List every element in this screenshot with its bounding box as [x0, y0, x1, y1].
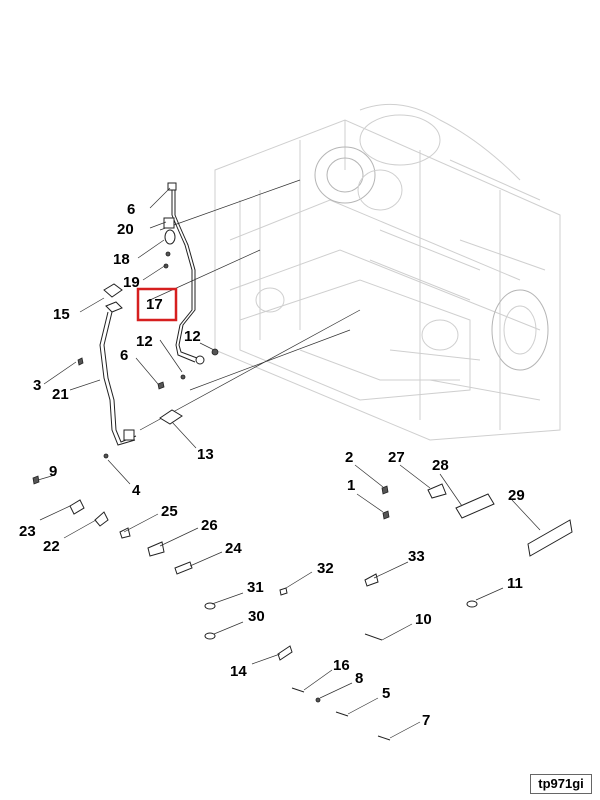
callout-2: 2	[345, 449, 353, 466]
callout-21: 21	[52, 386, 69, 403]
loose-hardware	[204, 561, 504, 741]
callout-17: 17	[146, 296, 163, 313]
callout-13: 13	[197, 446, 214, 463]
callout-5: 5	[382, 685, 390, 702]
callout-6: 6	[127, 201, 135, 218]
figure-reference-id: tp971gi	[530, 774, 592, 794]
callout-20: 20	[117, 221, 134, 238]
callout-6: 6	[120, 347, 128, 364]
callout-26: 26	[201, 517, 218, 534]
callout-highlight-box	[136, 287, 178, 322]
callout-1: 1	[347, 477, 355, 494]
callout-10: 10	[415, 611, 432, 628]
callout-8: 8	[355, 670, 363, 687]
callout-28: 28	[432, 457, 449, 474]
callout-12: 12	[184, 328, 201, 345]
callout-33: 33	[408, 548, 425, 565]
pipe-assembly	[43, 182, 219, 485]
callout-15: 15	[53, 306, 70, 323]
callout-14: 14	[230, 663, 247, 680]
callout-11: 11	[507, 575, 523, 592]
callout-22: 22	[43, 538, 60, 555]
callout-25: 25	[161, 503, 178, 520]
callout-31: 31	[247, 579, 264, 596]
callout-30: 30	[248, 608, 265, 625]
callout-labels: 6 20 18 19 15 17 12 12 6 3 21 13 9 4 2 2…	[19, 201, 525, 729]
callout-12: 12	[136, 333, 153, 350]
callout-19: 19	[123, 274, 140, 291]
callout-23: 23	[19, 523, 36, 540]
engine-illustration	[139, 103, 561, 441]
callout-4: 4	[132, 482, 141, 499]
bracket-group-right	[354, 464, 573, 557]
callout-18: 18	[113, 251, 130, 268]
callout-16: 16	[333, 657, 350, 674]
callout-3: 3	[33, 377, 41, 394]
callout-27: 27	[388, 449, 405, 466]
callout-29: 29	[508, 487, 525, 504]
callout-9: 9	[49, 463, 57, 480]
bracket-group-left	[32, 474, 223, 575]
callout-7: 7	[422, 712, 430, 729]
callout-24: 24	[225, 540, 242, 557]
callout-32: 32	[317, 560, 334, 577]
